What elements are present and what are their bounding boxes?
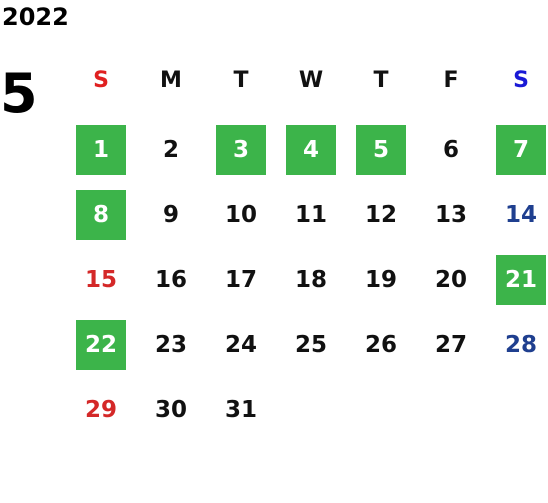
day-number: 24 xyxy=(224,332,257,358)
day-cell[interactable]: 5 xyxy=(346,118,416,183)
day-cell[interactable]: 18 xyxy=(276,248,346,313)
day-number-highlighted: 7 xyxy=(496,125,546,175)
weekday-header-weekday: W xyxy=(298,68,324,93)
day-cell[interactable]: 23 xyxy=(136,313,206,378)
day-cell[interactable]: 27 xyxy=(416,313,486,378)
day-number-highlighted: 21 xyxy=(496,255,546,305)
day-cell[interactable]: 15 xyxy=(66,248,136,313)
day-number: 13 xyxy=(434,202,467,228)
day-number: 30 xyxy=(154,397,187,423)
day-cell[interactable]: 25 xyxy=(276,313,346,378)
day-cell[interactable]: 14 xyxy=(486,183,548,248)
day-number-highlighted: 1 xyxy=(76,125,126,175)
day-cell[interactable]: 30 xyxy=(136,378,206,443)
day-number: 9 xyxy=(162,202,179,228)
day-cell[interactable]: 28 xyxy=(486,313,548,378)
day-cell[interactable]: 1 xyxy=(66,118,136,183)
weekday-header-weekday: T xyxy=(233,68,249,93)
day-cell[interactable]: 31 xyxy=(206,378,276,443)
day-cell[interactable]: 3 xyxy=(206,118,276,183)
day-number: 19 xyxy=(364,267,397,293)
day-number: 17 xyxy=(224,267,257,293)
day-cell[interactable]: 22 xyxy=(66,313,136,378)
day-number-highlighted: 3 xyxy=(216,125,266,175)
day-cell[interactable]: 26 xyxy=(346,313,416,378)
day-number: 12 xyxy=(364,202,397,228)
day-number: 23 xyxy=(154,332,187,358)
day-number: 31 xyxy=(224,397,257,423)
day-cell[interactable]: 13 xyxy=(416,183,486,248)
calendar-year: 2022 xyxy=(2,3,69,31)
day-number: 27 xyxy=(434,332,467,358)
weekday-header-weekday: M xyxy=(160,68,182,93)
day-cell[interactable]: 11 xyxy=(276,183,346,248)
day-number: 10 xyxy=(224,202,257,228)
day-cell[interactable]: 9 xyxy=(136,183,206,248)
day-cell[interactable]: 12 xyxy=(346,183,416,248)
day-number: 14 xyxy=(504,202,537,228)
day-number: 6 xyxy=(442,137,459,163)
day-number-highlighted: 5 xyxy=(356,125,406,175)
day-number: 26 xyxy=(364,332,397,358)
day-cell[interactable]: 24 xyxy=(206,313,276,378)
day-number: 16 xyxy=(154,267,187,293)
day-number-highlighted: 8 xyxy=(76,190,126,240)
day-number: 29 xyxy=(84,397,117,423)
weekday-header-weekday: F xyxy=(443,68,459,93)
day-number-highlighted: 4 xyxy=(286,125,336,175)
day-number: 18 xyxy=(294,267,327,293)
day-cell[interactable]: 16 xyxy=(136,248,206,313)
day-number: 15 xyxy=(84,267,117,293)
day-cell[interactable]: 8 xyxy=(66,183,136,248)
day-cell[interactable]: 17 xyxy=(206,248,276,313)
day-cell[interactable]: 7 xyxy=(486,118,548,183)
day-cell[interactable]: 6 xyxy=(416,118,486,183)
day-cell[interactable]: 4 xyxy=(276,118,346,183)
day-number: 2 xyxy=(162,137,179,163)
day-number: 25 xyxy=(294,332,327,358)
calendar-month: 5 xyxy=(0,62,38,125)
day-number: 20 xyxy=(434,267,467,293)
day-cell[interactable]: 20 xyxy=(416,248,486,313)
day-cell[interactable]: 21 xyxy=(486,248,548,313)
weekday-header-sunday: S xyxy=(93,68,109,93)
day-cell[interactable]: 29 xyxy=(66,378,136,443)
day-cell[interactable]: 10 xyxy=(206,183,276,248)
day-number: 28 xyxy=(504,332,537,358)
day-cell[interactable]: 19 xyxy=(346,248,416,313)
weekday-header-saturday: S xyxy=(513,68,529,93)
day-cell[interactable]: 2 xyxy=(136,118,206,183)
day-number-highlighted: 22 xyxy=(76,320,126,370)
weekday-header-weekday: T xyxy=(373,68,389,93)
day-number: 11 xyxy=(294,202,327,228)
